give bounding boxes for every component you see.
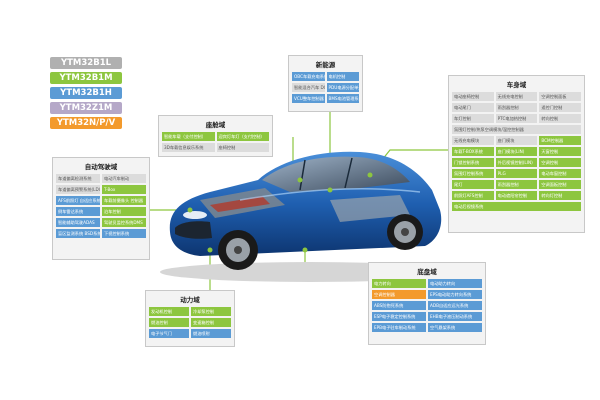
panel-body-domain: 车身域 电动座椅控制 无线充电控制 空调控制面板 电动尾门 雨刮器控制 遥控门控… xyxy=(448,75,585,233)
cell: VCU整车控制器 xyxy=(292,94,325,103)
legend-item: YTM32Z1M xyxy=(50,102,122,114)
cell: 发动机控制 xyxy=(149,307,189,316)
legend-item: YTM32N/P/V xyxy=(50,117,122,129)
cell: 座门模块 xyxy=(495,136,538,145)
cell: 天窗控制 xyxy=(539,147,581,156)
cell: OBC车载充电系统 xyxy=(292,72,325,81)
legend-item: YTM32B1H xyxy=(50,87,122,99)
cell: 氛围灯控制/热泵空调模块/温控控制器 xyxy=(452,125,581,134)
cell: 无线充电模块 xyxy=(452,136,494,145)
cell: T-Box xyxy=(102,185,146,194)
cell: 空气悬架系统 xyxy=(428,323,482,332)
panel-power: 动力域 发动机控制 冷却泵控制 燃油控制 变速箱控制 电子节气门 燃油喷射 xyxy=(145,290,235,347)
cell: 雨刮器控制 xyxy=(495,180,538,189)
cell: 遥控门控制 xyxy=(539,103,581,112)
cell: 雨刮器控制 xyxy=(495,103,538,112)
cell: 门锁控制系统 xyxy=(452,158,494,167)
connector-dots xyxy=(187,172,373,253)
panel-adas: 自动驾驶域 车道偏离检测系统 电动汽车制动 车道偏离预警系统(LDWS) T-B… xyxy=(52,157,150,260)
panel-title: 座舱域 xyxy=(205,121,226,129)
cell: 泊车控制 xyxy=(102,207,146,216)
cell: 外后视镜控制(LIN) xyxy=(495,158,538,167)
panel-cockpit: 座舱域 智能车载（支付控制） 迎宾灯车灯（支付控制） 3D车载信息娱乐系统 座椅… xyxy=(158,115,273,157)
cell: 空调控制器 xyxy=(372,290,426,299)
legend-item: YTM32B1L xyxy=(50,57,122,69)
cell: ABS防抱死系统 xyxy=(372,301,426,310)
cell: 电动后视镜系统 xyxy=(452,202,581,211)
cell: PDU电源分配单元 xyxy=(326,83,359,92)
panel-title: 动力域 xyxy=(180,296,200,304)
cell: 车灯控制 xyxy=(452,114,494,123)
cell: EPB电子驻车制动系统 xyxy=(372,323,426,332)
panel-new-energy: 新能源 OBC车载充电系统 电机控制 智能混合汽车 DC/DC电源模块 PDU电… xyxy=(288,55,363,112)
cell: EPS电动助力转向系统 xyxy=(428,290,482,299)
cell: 燃油喷射 xyxy=(191,329,231,338)
cell: 空调控制面板 xyxy=(539,92,581,101)
panel-title: 新能源 xyxy=(315,61,336,69)
cell: 前照灯AFS控制 xyxy=(452,191,494,200)
cell: 车道偏离预警系统(LDWS) xyxy=(56,185,100,194)
panel-chassis: 底盘域 电力转向 电动助力转向 空调控制器 EPS电动助力转向系统 ABS防抱死… xyxy=(368,262,486,345)
cell: BCM控制器 xyxy=(539,136,581,145)
cell: 电动尾门 xyxy=(452,103,494,112)
cell: 电力转向 xyxy=(372,279,426,288)
cell: 迎宾灯车灯（支付控制） xyxy=(216,132,269,141)
cell: 3D车载信息娱乐系统 xyxy=(162,143,215,152)
cell: 电动汽车制动 xyxy=(102,174,146,183)
cell: 尾灯 xyxy=(452,180,494,189)
cell: 车载前摄像头 控制器 xyxy=(102,196,146,205)
cell: 倒车雷达系统 xyxy=(56,207,100,216)
cell: 智能混合汽车 DC/DC电源模块 xyxy=(292,83,325,92)
cell: 空调面板控制 xyxy=(539,180,581,189)
cell: BMS电池管理系统 xyxy=(326,94,359,103)
cell: 电机控制 xyxy=(326,72,359,81)
cell: 电动座椅控制 xyxy=(452,92,494,101)
cell: 座椅控制 xyxy=(216,143,269,152)
cell: 车载T-BOX系统 xyxy=(452,147,494,156)
cell: ESP电子稳定控制系统 xyxy=(372,312,426,321)
cell: 冷却泵控制 xyxy=(191,307,231,316)
cell: 车道偏离检测系统 xyxy=(56,174,100,183)
legend-item: YTM32B1M xyxy=(50,72,122,84)
cell: 变速箱控制 xyxy=(191,318,231,327)
cell: 燃油控制 xyxy=(149,318,189,327)
cell: 电动车窗控制 xyxy=(539,169,581,178)
cell: 氛围灯控制系统 xyxy=(452,169,494,178)
cell: 转向灯控制 xyxy=(539,191,581,200)
panel-title: 底盘域 xyxy=(417,268,437,276)
cell: 电动遮阳帘控制 xyxy=(495,191,538,200)
cell: 座门模块(LIN) xyxy=(495,147,538,156)
cell: EHB电子液压制动系统 xyxy=(428,312,482,321)
cell: 下视控制系统 xyxy=(102,229,146,238)
cell: ADB自适应远光系统 xyxy=(428,301,482,310)
cell: AFS前照灯 自适应系统 xyxy=(56,196,100,205)
cell: 电子节气门 xyxy=(149,329,189,338)
panel-title: 车身域 xyxy=(506,81,527,89)
cell: 盲区监测系统 BSD系统 xyxy=(56,229,100,238)
cell: 智能车载（支付控制） xyxy=(162,132,215,141)
cell: 智能辅助驾驶ADAS xyxy=(56,218,100,227)
cell: PLG xyxy=(495,169,538,178)
cell: 转向控制 xyxy=(539,114,581,123)
panel-title: 自动驾驶域 xyxy=(84,163,118,171)
cell: 无线充电控制 xyxy=(495,92,538,101)
cell: 电动助力转向 xyxy=(428,279,482,288)
cell: 空调控制 xyxy=(539,158,581,167)
cell: 驾驶员监控系统DMS xyxy=(102,218,146,227)
cell: PTC电加热控制 xyxy=(495,114,538,123)
